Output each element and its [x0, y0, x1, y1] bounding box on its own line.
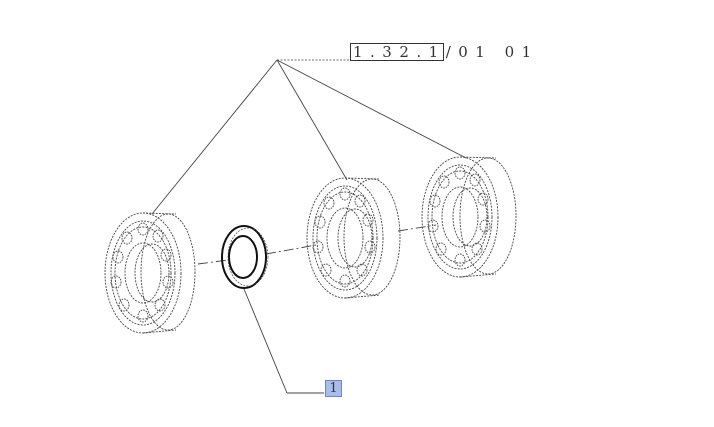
seal-ring: [221, 225, 269, 289]
callout-leader: [243, 288, 324, 394]
leader-lines: [151, 59, 467, 215]
bearing-right: [421, 156, 517, 278]
reference-box: [350, 43, 444, 61]
drawing-reference: 1.32.1/01 01: [353, 43, 539, 61]
bearing-middle: [306, 177, 401, 299]
part-callout-1[interactable]: 1: [325, 380, 342, 397]
bearing-left: [104, 212, 196, 334]
